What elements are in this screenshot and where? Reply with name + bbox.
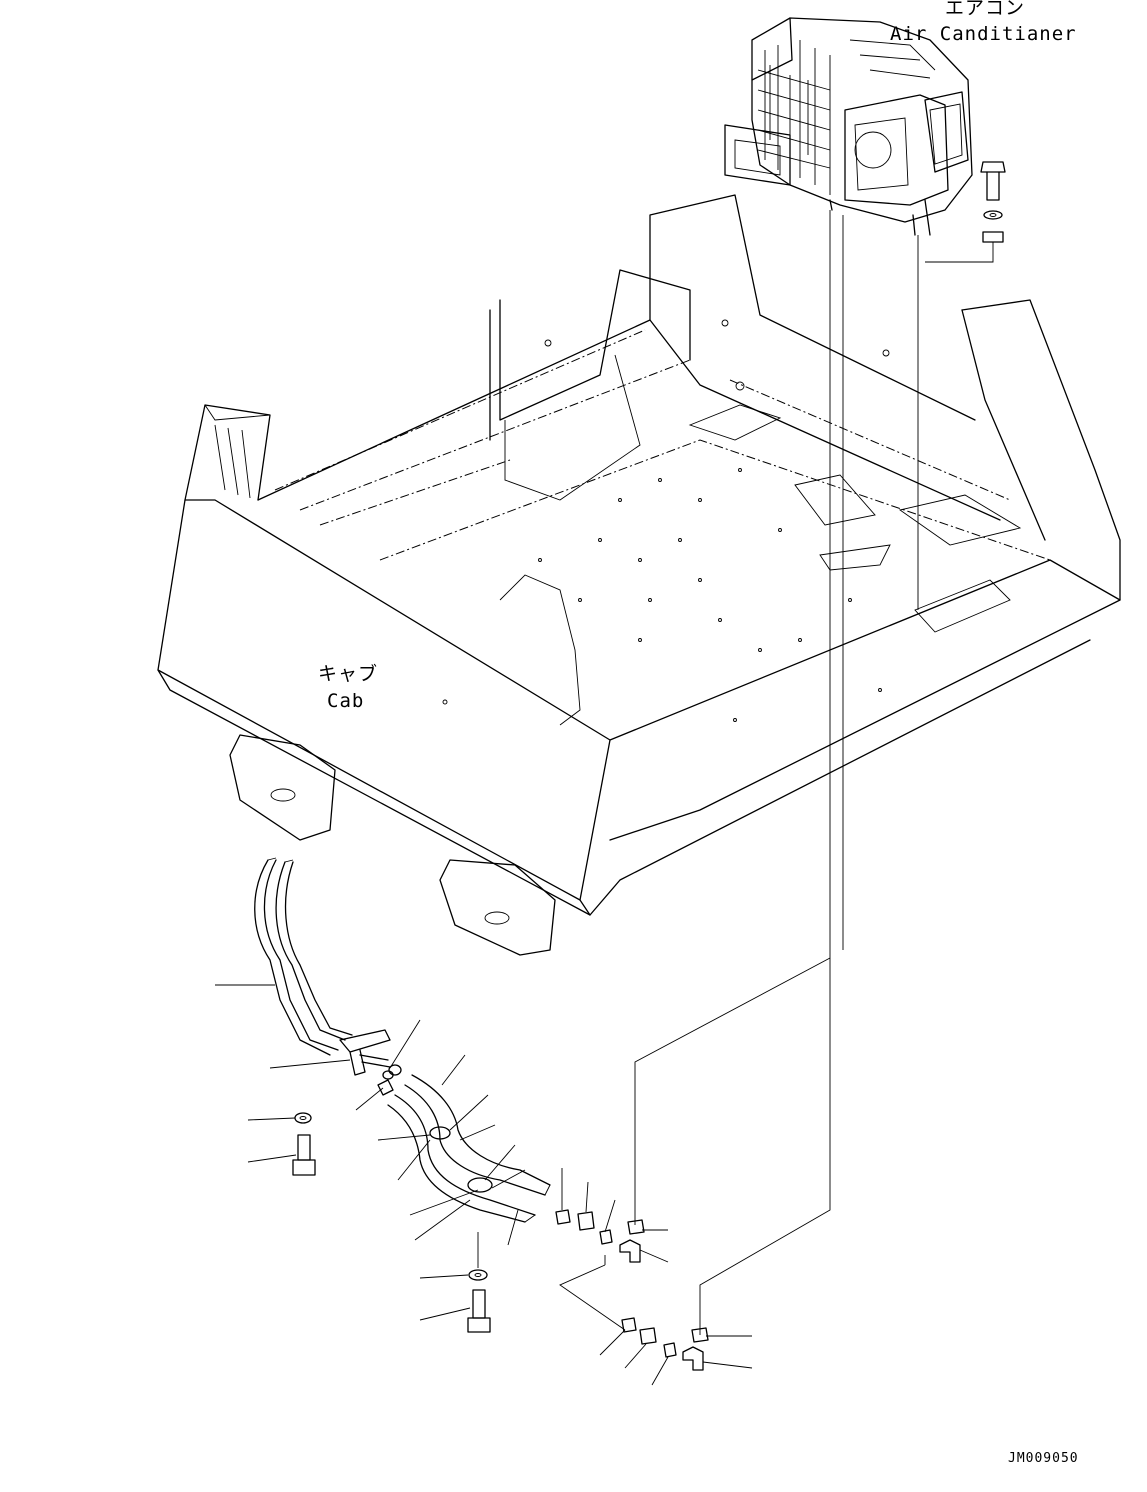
heater-hose-lower	[387, 1074, 551, 1223]
washer-left	[294, 1112, 312, 1124]
washer-lower	[468, 1269, 488, 1281]
callout-leaders	[215, 984, 753, 1386]
drawing-number: JM009050	[1008, 1451, 1079, 1466]
cab-floor-frame	[157, 194, 1121, 956]
heater-hose-upper	[254, 857, 353, 1056]
bolt-lower	[467, 1289, 491, 1333]
fitting-set-lower	[621, 1317, 709, 1371]
air-conditioner-unit	[724, 17, 973, 236]
air-conditioner-label-en: Air Canditianer	[890, 23, 1077, 45]
hose-bracket	[339, 1029, 402, 1096]
leader-lines	[559, 210, 919, 1335]
cab-label-jp: キャブ	[318, 662, 378, 685]
cab-label-en: Cab	[327, 690, 364, 712]
ac-mounting-bolt	[925, 161, 1006, 263]
fitting-set-upper	[555, 1209, 645, 1263]
air-conditioner-label-jp: エアコン	[945, 0, 1025, 19]
bolt-left	[292, 1134, 316, 1176]
